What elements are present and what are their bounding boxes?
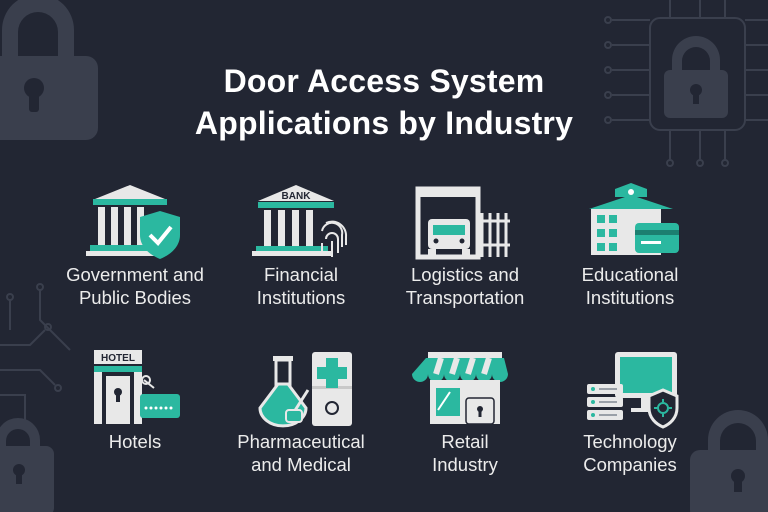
industry-card-educational: Educational Institutions [540,183,720,309]
page-title: Door Access System Applications by Indus… [0,60,768,144]
industry-card-technology: Technology Companies [540,350,720,476]
industry-label-line-2: and Medical [251,454,351,475]
padlock-icon [0,0,98,140]
flask-medical-icon [258,352,352,428]
padlock-icon [0,418,54,512]
industry-card-retail: Retail Industry [375,350,555,476]
circuit-lock-icon [604,0,768,167]
government-building-shield-icon [86,185,180,259]
title-line-1: Door Access System [223,63,545,99]
industry-label-line-1: Technology [583,431,677,452]
industry-label-line-2: Institutions [585,287,675,308]
industry-label-line-1: Financial [263,264,339,285]
bank-fingerprint-icon: BANK [252,185,348,257]
bank-sign-text: BANK [282,191,312,202]
industry-card-financial: BANK Financial Institutions [211,183,391,309]
industry-label-line-2: Transportation [405,287,525,308]
hotel-door-icon: HOTEL [94,350,180,424]
industry-label-line-2: Public Bodies [78,287,192,308]
industry-label-line-1: Retail [441,431,489,452]
industry-card-logistics: Logistics and Transportation [375,183,555,309]
industry-card-government: Government and Public Bodies [45,183,225,309]
industry-label-line-1: Logistics and [411,264,519,285]
industry-card-pharmaceutical: Pharmaceutical and Medical [211,350,391,476]
school-card-icon [589,183,679,255]
store-lock-icon [412,352,508,425]
industry-label-line-1: Pharmaceutical [237,431,365,452]
padlock-icon [690,410,768,512]
industry-label-line-1: Government and [66,264,204,285]
industry-card-hotels: HOTEL Hotels [45,350,225,453]
title-line-2: Applications by Industry [194,105,574,141]
industry-label-line-2: Companies [583,454,677,475]
industry-label-line-1: Hotels [108,431,162,452]
server-rack-icon [587,384,623,420]
fingerprint-icon [321,220,348,257]
industry-label-line-2: Industry [432,454,498,475]
industry-label-line-2: Institutions [256,287,346,308]
industry-label-line-1: Educational [581,264,679,285]
server-monitor-shield-icon [587,352,679,429]
truck-gate-icon [415,186,510,260]
hotel-sign-text: HOTEL [101,353,135,364]
